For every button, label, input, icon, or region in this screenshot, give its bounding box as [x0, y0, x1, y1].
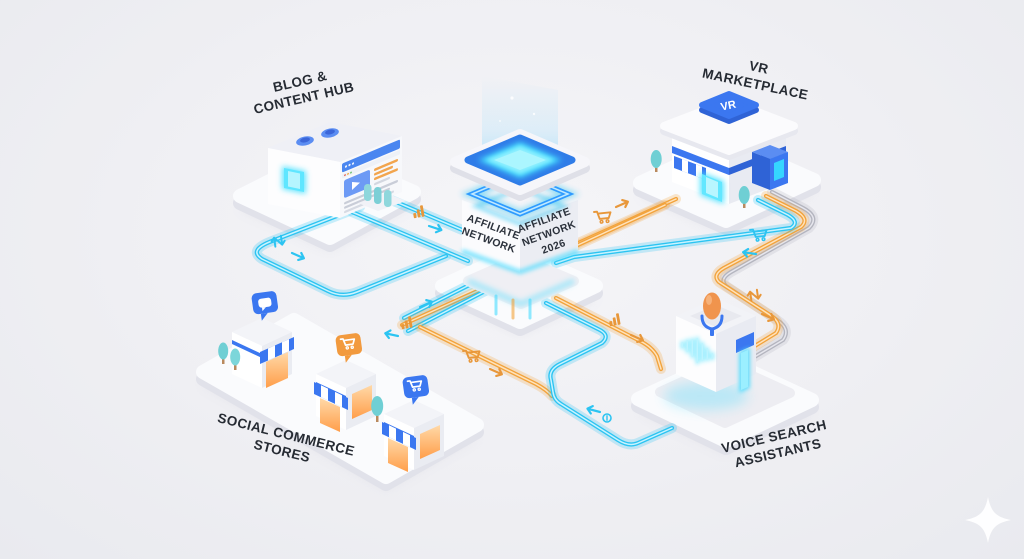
blog-side-glow-screen — [282, 166, 306, 194]
voice-glow — [664, 382, 748, 410]
vr-sign-text: VR — [720, 99, 737, 114]
sparkle-logo — [965, 497, 1011, 543]
glowing-window — [352, 385, 372, 419]
store-awning — [260, 337, 294, 364]
tower-base-glow — [467, 278, 575, 320]
store-awning — [314, 382, 348, 410]
store-band-left — [672, 146, 729, 175]
trees — [218, 342, 241, 370]
shopping-cart-icon — [593, 209, 613, 225]
vr-node-illustration: VR — [650, 91, 798, 208]
arrow-icon — [613, 197, 631, 212]
tower-bottom-glow — [461, 249, 579, 275]
coin-icon — [602, 413, 612, 423]
vr-sign: VR — [699, 91, 759, 124]
glowing-window — [266, 352, 288, 388]
cart-bubble-icon — [402, 375, 430, 405]
cart-bubble-icon — [335, 333, 363, 363]
arrow-icon — [585, 403, 603, 417]
store-1 — [218, 291, 294, 388]
vr-glowing-door — [700, 172, 724, 204]
vr-awning — [674, 156, 706, 180]
voice-node-illustration — [664, 292, 756, 410]
vr-trees — [650, 150, 750, 208]
arrow-icon — [383, 328, 400, 341]
store-awning — [382, 422, 416, 450]
waveform-icon — [681, 337, 714, 364]
glowing-window — [320, 398, 340, 432]
chat-bubble-icon — [251, 291, 279, 321]
vr-kiosk — [752, 145, 788, 190]
social-node-illustration — [218, 291, 444, 472]
voice-side-tag — [736, 332, 754, 393]
path-tower-to-voice — [546, 298, 672, 444]
play-icon — [352, 181, 360, 190]
glowing-window — [388, 438, 408, 472]
tree — [371, 396, 384, 422]
blog-node-illustration — [268, 122, 406, 218]
blog-bottles — [358, 184, 406, 211]
glowing-window — [420, 425, 440, 459]
bar-chart-icon — [608, 313, 621, 327]
blog-top-buttons — [296, 128, 339, 146]
path-social-to-voice — [420, 327, 552, 396]
arrow-icon — [289, 248, 307, 263]
store-2 — [314, 333, 384, 432]
store-3 — [382, 375, 444, 472]
tower-cap — [450, 129, 590, 201]
microphone-icon — [700, 292, 724, 336]
tower-illustration — [450, 76, 590, 320]
